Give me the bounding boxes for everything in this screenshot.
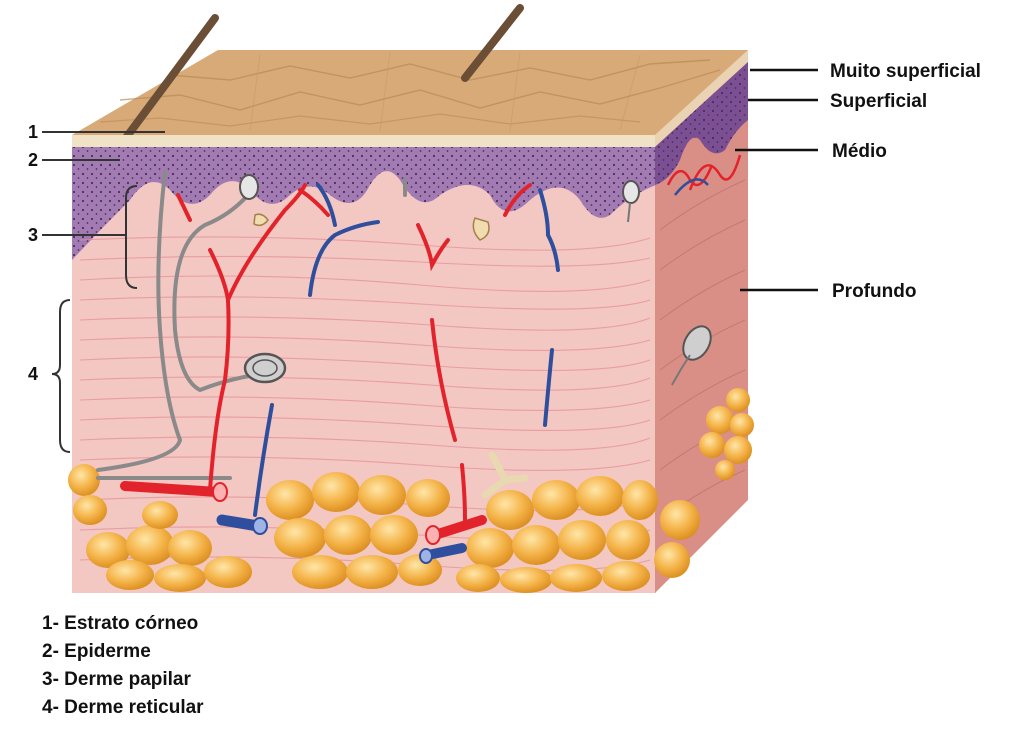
stratum-corneum-layer xyxy=(72,135,656,147)
hypodermis-fat xyxy=(68,464,700,593)
sensory-receptors xyxy=(239,174,640,499)
marker-3: 3 xyxy=(28,225,38,245)
fat-cluster-middle xyxy=(266,472,450,589)
label-profundo: Profundo xyxy=(832,281,916,302)
arteries xyxy=(176,183,532,522)
legend: 1- Estrato córneo 2- Epiderme 3- Derme p… xyxy=(42,613,204,718)
label-medio: Médio xyxy=(832,141,887,162)
fat-cluster-right xyxy=(456,476,700,593)
vein-horizontal-left xyxy=(216,514,264,532)
fat-cluster-left xyxy=(68,464,252,592)
veins xyxy=(253,183,560,517)
vein-horizontal-right xyxy=(423,543,467,560)
layer-label-leaders xyxy=(735,68,818,292)
skin-top-surface xyxy=(72,50,748,135)
legend-item-2: 2- Epiderme xyxy=(42,641,151,662)
artery-horizontal-right xyxy=(433,515,487,539)
skin-side-face xyxy=(655,50,754,593)
marker-4: 4 xyxy=(28,364,38,384)
label-muito-superficial: Muito superficial xyxy=(830,61,981,82)
side-fat-cluster xyxy=(699,388,754,480)
artery-horizontal-left xyxy=(120,481,223,497)
marker-2: 2 xyxy=(28,150,38,170)
legend-item-3: 3- Derme papilar xyxy=(42,669,191,690)
marker-1: 1 xyxy=(28,122,38,142)
label-superficial: Superficial xyxy=(830,91,927,112)
legend-item-4: 4- Derme reticular xyxy=(42,697,204,718)
legend-item-1: 1- Estrato córneo xyxy=(42,613,198,634)
marker-leaders xyxy=(42,131,165,453)
nerve-fibers xyxy=(96,170,407,480)
